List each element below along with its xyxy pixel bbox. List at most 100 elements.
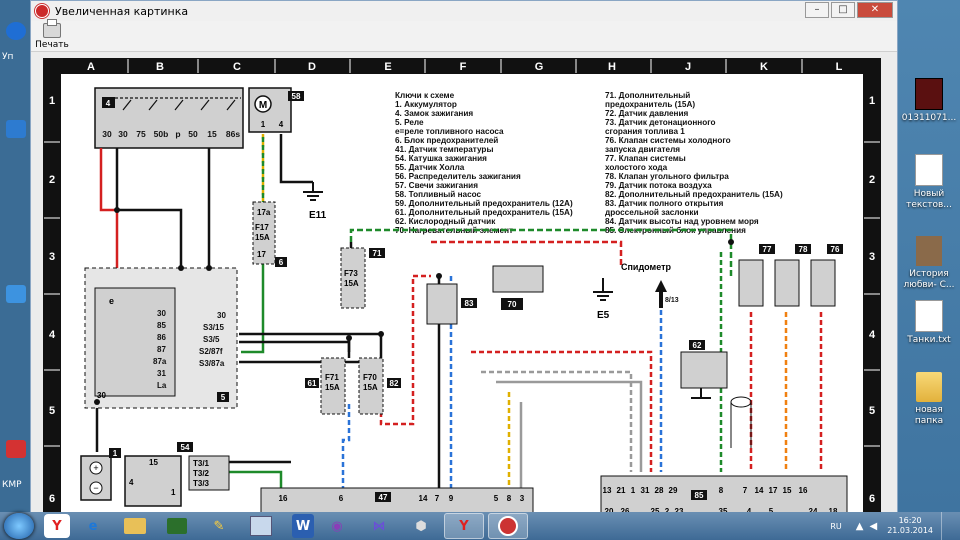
tools-icon[interactable]: ✎	[213, 518, 225, 534]
legend-line: Ключи к схеме	[395, 91, 455, 100]
heating-element: 70	[492, 265, 544, 310]
fuse-name: F70	[363, 373, 377, 382]
pin-label: La	[157, 381, 167, 390]
app-icon[interactable]	[6, 120, 26, 138]
column-label: F	[460, 61, 467, 73]
ground-e11	[303, 182, 323, 201]
show-desktop-button[interactable]	[941, 512, 952, 540]
junction-dots	[94, 207, 734, 405]
pin-label: S3/87a	[199, 359, 225, 368]
legend-line: 76. Клапан системы холодного	[605, 136, 731, 145]
pin-label: 86s	[226, 129, 240, 139]
pin-label: 14	[419, 494, 428, 503]
fuse-f70: F70 15A 82	[358, 357, 401, 415]
pin-label: 3	[520, 494, 525, 503]
pin-label: 14	[755, 486, 764, 495]
close-button[interactable]: ✕	[857, 2, 893, 18]
row-label: 4	[49, 329, 56, 341]
desktop-icon-text[interactable]: Новый текстов...	[900, 154, 958, 211]
column-label: B	[156, 61, 164, 73]
app-logo-icon	[35, 4, 49, 18]
app-icon[interactable]	[6, 440, 26, 458]
language-indicator[interactable]: RU	[830, 521, 842, 531]
pin-label: 87a	[153, 357, 167, 366]
minimize-button[interactable]: –	[805, 2, 829, 18]
component-number: 4	[106, 99, 111, 108]
clock-time: 16:20	[898, 516, 922, 525]
pin-label: 5	[494, 494, 499, 503]
clock-date: 21.03.2014	[887, 526, 933, 535]
print-button[interactable]: Печать	[35, 19, 69, 50]
volume-icon[interactable]: ◀	[869, 520, 878, 532]
legend-line: холостого хода	[605, 163, 668, 172]
pin-label: 7	[435, 494, 440, 503]
ignition-coil: 54 15 4 1 T3/1 T3/2 T3/3	[124, 442, 230, 507]
row-label: 4	[869, 329, 876, 341]
desktop-left-label: КМР	[2, 480, 22, 490]
yandex-browser-active-icon[interactable]: Y	[444, 513, 484, 539]
legend-line: 6. Блок предохранителей	[395, 136, 498, 145]
back-icon[interactable]	[6, 22, 26, 40]
valve-77: 77	[738, 244, 775, 307]
viber-icon[interactable]: ◉	[331, 518, 343, 534]
window-title: Увеличенная картинка	[55, 4, 189, 18]
desktop-icon-folder[interactable]: новая папка	[900, 372, 958, 427]
pin-label: 86	[157, 333, 166, 342]
ground-label: E5	[597, 310, 610, 321]
pin-label: 15	[783, 486, 792, 495]
row-label: 1	[49, 95, 55, 107]
pin-label: 4	[279, 120, 284, 129]
maximize-button[interactable]: □	[831, 2, 855, 18]
paint-icon[interactable]	[242, 514, 280, 538]
pin-label: 50b	[154, 129, 169, 139]
pin-label: 20	[605, 507, 614, 512]
pin-label: T3/1	[193, 459, 210, 468]
yandex-browser-icon[interactable]: Y	[44, 514, 70, 538]
desktop-icon-tanki[interactable]: Танки.txt	[900, 300, 958, 346]
fuse-rating: 15A	[363, 383, 378, 392]
title-bar[interactable]: Увеличенная картинка – □ ✕	[31, 1, 897, 21]
fuse-pin: 17a	[257, 208, 271, 217]
desktop-icon-file[interactable]: 01311071...	[900, 78, 958, 124]
word-icon[interactable]: W	[292, 514, 314, 538]
fuse-rating: 15A	[255, 233, 270, 242]
internet-explorer-icon[interactable]: e	[88, 518, 98, 534]
row-label: 6	[869, 493, 875, 505]
fuse-rating: 15A	[344, 279, 359, 288]
column-label: A	[87, 61, 95, 73]
pin-label: 21	[617, 486, 626, 495]
legend-line: 55. Датчик Холла	[395, 163, 465, 172]
column-label: C	[233, 61, 241, 73]
explorer-icon[interactable]	[116, 514, 154, 538]
desktop-left-strip: Уп КМР	[0, 0, 30, 512]
desktop-icon-shortcut[interactable]: История любви- С...	[900, 236, 958, 291]
pin-label: T3/3	[193, 479, 210, 488]
clock[interactable]: 16:20 21.03.2014	[887, 516, 933, 536]
pin-label: 5	[769, 507, 774, 512]
column-label: H	[608, 61, 616, 73]
component-number: 82	[390, 379, 399, 388]
legend-line: 41. Датчик температуры	[395, 145, 493, 154]
pin-label: 23	[675, 507, 684, 512]
app-icon[interactable]	[6, 285, 26, 303]
column-label: G	[535, 61, 544, 73]
speedometer-pin: 8/13	[665, 297, 679, 304]
pin-label: 30	[118, 129, 128, 139]
network-icon[interactable]: ▲	[855, 520, 864, 532]
svg-text:+: +	[93, 463, 98, 473]
pin-label: 16	[799, 486, 808, 495]
component-number: 71	[373, 249, 382, 258]
legend-line: 56. Распределитель зажигания	[395, 172, 521, 181]
image-viewer-task[interactable]	[488, 513, 528, 539]
start-button[interactable]	[4, 513, 34, 539]
visual-studio-icon[interactable]: ⋈	[372, 518, 386, 534]
column-label: K	[760, 61, 768, 73]
legend-line: 4. Замок зажигания	[395, 109, 473, 118]
world-of-tanks-icon[interactable]: ⬢	[415, 518, 427, 534]
media-player-icon[interactable]	[158, 514, 196, 538]
battery: + − 1	[80, 448, 121, 501]
pin-label: 13	[603, 486, 612, 495]
speedometer-label: Спидометр	[621, 262, 672, 272]
image-viewer-window: Увеличенная картинка – □ ✕ Печать A B C …	[30, 0, 898, 512]
component-number: 77	[763, 245, 772, 254]
